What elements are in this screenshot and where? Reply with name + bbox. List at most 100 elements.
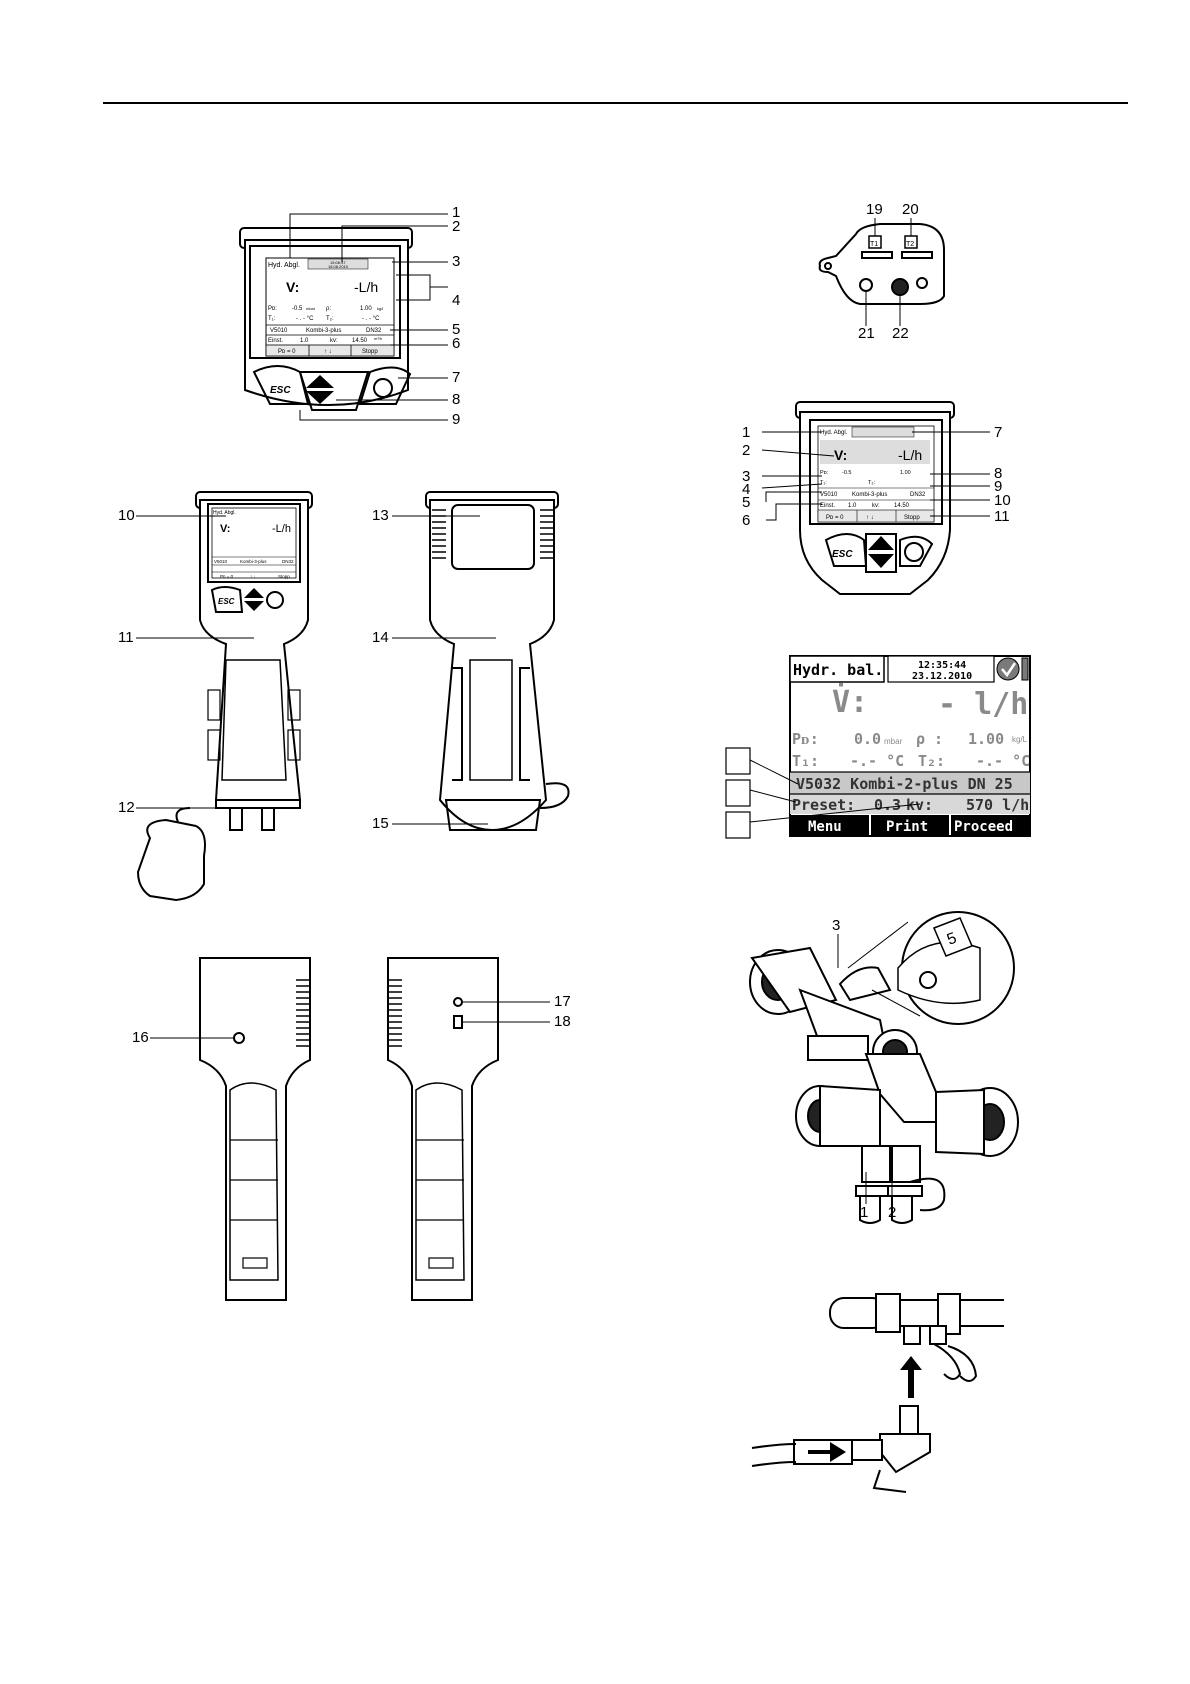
fig1-up-arrow-icon[interactable] [306, 375, 334, 388]
fig2-leader-lines [136, 515, 496, 825]
fig1-softkey-2[interactable]: ↑ ↓ [324, 349, 332, 355]
fig1-callout-6: 6 [452, 335, 460, 352]
fig2-up-arrow-icon[interactable] [244, 588, 264, 598]
fig2-callout-12: 12 [118, 799, 135, 816]
fig2-front-screen: Hyd. Abgl. V: -L/h V5010 Kombi-3-plus DN… [211, 507, 297, 579]
fig6-softkey-print[interactable] [871, 815, 949, 835]
fig6-t1-value: -.- °C [850, 752, 904, 770]
fig1-callout-2: 2 [452, 218, 460, 235]
fig1-leader-lines [289, 213, 448, 421]
fig5-softkey-2[interactable]: ↑ ↓ [866, 515, 874, 521]
fig8-pipe-assembly [751, 1293, 1004, 1493]
fig6-pd-label: Pᴅ: [792, 730, 819, 748]
fig1-callout-1: 1 [452, 204, 460, 221]
fig4-callout-20: 20 [902, 201, 919, 218]
fig6-softkey-print-label: Print [886, 819, 928, 835]
fig3-callout-16: 16 [132, 1029, 149, 1046]
fig7-valve-body [749, 946, 1019, 1224]
fig6-v-label: V̇: [832, 683, 868, 720]
fig5-screen-t1-label: T₁: [820, 480, 827, 486]
fig2-back-body [425, 491, 570, 832]
fig5-screen-valve-type: Kombi-3-plus [852, 492, 887, 498]
fig2-callout-11: 11 [118, 629, 134, 646]
fig6-time: 12:35:44 [918, 660, 966, 671]
fig2-softkey-1[interactable]: Pᴅ = 0 [220, 574, 234, 579]
fig2-screen-v-label: V: [220, 523, 230, 535]
fig1-screen-rho-value: 1.00 [360, 306, 372, 312]
fig3-right-vents [388, 979, 402, 1047]
fig5-screen-v-label: V: [834, 447, 847, 463]
fig2-esc-button[interactable]: ESC [218, 597, 235, 606]
fig1-screen: Hyd. Abgl. 15:06:47 18.08.2010 V: -L/h P… [265, 257, 395, 357]
fig6-title: Hydr. bal. [793, 661, 883, 679]
fig7-callout-2: 2 [888, 1204, 896, 1221]
fig6-softkey-menu[interactable] [791, 815, 869, 835]
fig5-callout-2: 2 [742, 442, 750, 459]
fig5-screen-kv-value: 14.50 [894, 503, 910, 509]
fig6-date: 23.12.2010 [912, 671, 972, 682]
fig3-callout-18: 18 [554, 1013, 571, 1030]
fig2-down-arrow-icon[interactable] [244, 601, 264, 611]
fig6-preset-label: Preset: [792, 796, 855, 814]
fig5-screen-einst-value: 1.0 [848, 503, 857, 509]
fig6-title-box [789, 655, 885, 683]
fig4-port-t1-label: T1 [870, 241, 878, 248]
fig5-screen-t2-label: T₂: [868, 480, 875, 486]
fig5-callout-9: 9 [994, 478, 1002, 495]
fig6-softkey-proceed[interactable] [951, 815, 1029, 835]
fig1-callout-7: 7 [452, 369, 460, 386]
fig5-screen-valve-dn: DN32 [910, 492, 926, 498]
fig5-screen-valve: V5010 [820, 492, 838, 498]
fig1-softkey-1[interactable]: Pᴅ = 0 [278, 349, 296, 355]
fig2-screen-valve: V5010 [214, 559, 228, 564]
fig2-softkey-3[interactable]: Stopp [278, 574, 290, 579]
fig5-softkey-1[interactable]: Pᴅ = 0 [826, 515, 844, 521]
fig6-preset-value: 0.3 [874, 796, 901, 814]
fig2-callout-14: 14 [372, 629, 389, 646]
fig1-screen-t1-value: - . - °C [296, 316, 314, 322]
fig1-screen-valve-dn: DN32 [366, 328, 382, 334]
fig1-screen-v-label: V: [286, 279, 299, 295]
fig4-callout-21: 21 [858, 325, 875, 342]
fig1-screen-pd-label: Pᴅ: [268, 306, 277, 312]
fig5-callout-3: 3 [742, 468, 750, 485]
fig5-screen-rho-value: 1.00 [900, 470, 911, 476]
fig5-softkey-3[interactable]: Stopp [904, 515, 920, 521]
fig5-down-arrow-icon[interactable] [868, 554, 894, 568]
fig6-pd-value: 0.0 [854, 730, 881, 748]
fig1-esc-button[interactable]: ESC [270, 385, 291, 396]
fig6-t1-label: T₁: [792, 752, 819, 770]
fig1-screen-valve-type: Kombi-3-plus [306, 328, 341, 334]
fig6-callout-leaders [749, 759, 921, 823]
fig1-callout-9: 9 [452, 411, 460, 428]
fig5-leader-lines [761, 431, 990, 521]
fig1-softkey-3[interactable]: Stopp [362, 349, 378, 355]
fig5-screen-kv-label: kv: [872, 503, 880, 509]
fig2-callout-13: 13 [372, 507, 389, 524]
fig1-screen-rho-unit: kg/l [377, 306, 383, 311]
fig4-callout-22: 22 [892, 325, 909, 342]
fig6-softkey-menu-label: Menu [808, 819, 842, 835]
fig5-screen-title: Hyd. Abgl. [820, 430, 848, 436]
fig5-callout-11: 11 [994, 508, 1010, 525]
fig6-rho-label: ρ : [916, 730, 943, 748]
fig1-down-arrow-icon[interactable] [306, 391, 334, 404]
fig1-callout-3: 3 [452, 253, 460, 270]
fig5-callout-4: 4 [742, 481, 750, 498]
fig5-esc-button[interactable]: ESC [832, 549, 853, 560]
fig6-t2-label: T₂: [918, 752, 945, 770]
fig1-screen-pd-value: -0.5 [292, 306, 303, 312]
fig1-screen-kv-unit: m³/h [374, 336, 382, 341]
fig6-valve-line: V5032 Kombi-2-plus DN 25 [796, 775, 1013, 793]
fig3-callout-17: 17 [554, 993, 571, 1010]
fig6-t2-value: -.- °C [976, 752, 1030, 770]
fig6-softkey-proceed-label: Proceed [954, 819, 1013, 835]
fig2-screen-valve-dn: DN32 [282, 559, 294, 564]
fig2-softkey-2[interactable]: ↑ ↓ [250, 574, 256, 579]
fig5-up-arrow-icon[interactable] [868, 536, 894, 550]
